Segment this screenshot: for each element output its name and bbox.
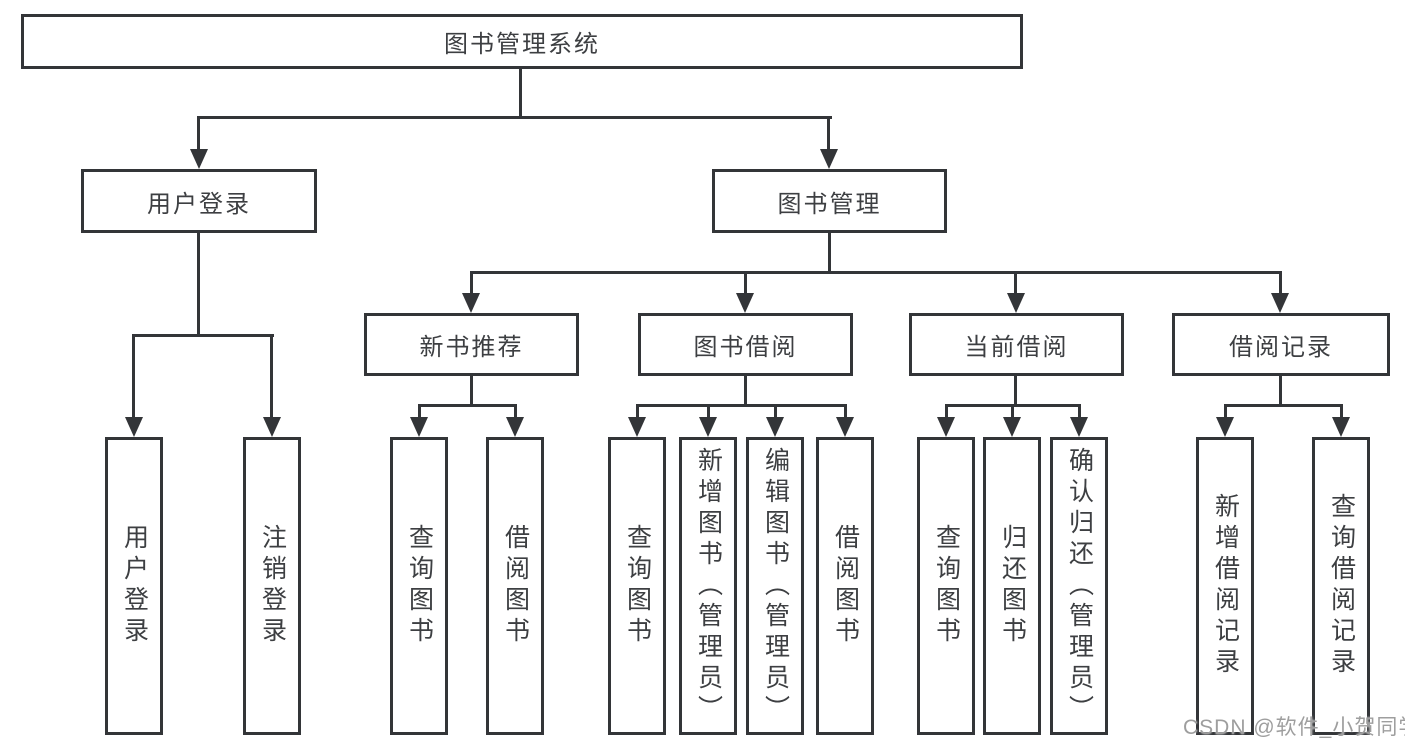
arrow-down-icon (1007, 293, 1025, 313)
leaf-borrow-books-recommend: 借阅图书 (486, 437, 544, 735)
connector-line (1011, 404, 1014, 419)
node-borrowing-records: 借阅记录 (1172, 313, 1390, 376)
node-root: 图书管理系统 (21, 14, 1023, 69)
connector-line (744, 376, 747, 406)
connector-line (470, 271, 473, 295)
arrow-down-icon (820, 149, 838, 169)
connector-line (1014, 376, 1017, 406)
arrow-down-icon (699, 417, 717, 437)
connector-line (1279, 376, 1282, 406)
leaf-confirm-return-admin: 确认归还（管理员） (1050, 437, 1108, 735)
connector-line (844, 404, 847, 419)
connector-line (1340, 404, 1343, 419)
connector-line (707, 404, 710, 419)
arrow-down-icon (506, 417, 524, 437)
arrow-down-icon (190, 149, 208, 169)
connector-line (636, 404, 639, 419)
leaf-query-borrow-record: 查询借阅记录 (1312, 437, 1370, 735)
connector-line (827, 116, 830, 151)
arrow-down-icon (1271, 293, 1289, 313)
arrow-down-icon (836, 417, 854, 437)
connector-line (132, 334, 135, 419)
arrow-down-icon (1070, 417, 1088, 437)
leaf-query-books-current: 查询图书 (917, 437, 975, 735)
connector-line (774, 404, 777, 419)
connector-line (1014, 271, 1017, 295)
connector-line (514, 404, 517, 419)
leaf-edit-books-admin: 编辑图书（管理员） (746, 437, 804, 735)
connector-line (945, 404, 948, 419)
connector-line (1224, 404, 1343, 407)
arrow-down-icon (263, 417, 281, 437)
arrow-down-icon (462, 293, 480, 313)
connector-line (418, 404, 421, 419)
csdn-watermark: CSDN @软件_小贺同学 (1183, 716, 1405, 739)
leaf-user-login: 用户登录 (105, 437, 163, 735)
arrow-down-icon (410, 417, 428, 437)
arrow-down-icon (1003, 417, 1021, 437)
connector-line (270, 334, 273, 419)
node-book-borrowing: 图书借阅 (638, 313, 853, 376)
connector-line (744, 271, 747, 295)
leaf-query-books-recommend: 查询图书 (390, 437, 448, 735)
node-new-book-recommend: 新书推荐 (364, 313, 579, 376)
leaf-borrow-books: 借阅图书 (816, 437, 874, 735)
connector-line (1078, 404, 1081, 419)
node-book-management: 图书管理 (712, 169, 947, 233)
connector-line (197, 233, 200, 337)
arrow-down-icon (766, 417, 784, 437)
connector-line (470, 376, 473, 406)
arrow-down-icon (628, 417, 646, 437)
leaf-add-books-admin: 新增图书（管理员） (679, 437, 737, 735)
node-user-login: 用户登录 (81, 169, 317, 233)
arrow-down-icon (125, 417, 143, 437)
connector-line (636, 404, 847, 407)
node-current-borrowing: 当前借阅 (909, 313, 1124, 376)
connector-line (197, 116, 200, 151)
connector-line (132, 334, 274, 337)
connector-line (1279, 271, 1282, 295)
arrow-down-icon (1332, 417, 1350, 437)
leaf-query-books-borrowing: 查询图书 (608, 437, 666, 735)
connector-line (470, 271, 1282, 274)
connector-line (197, 116, 832, 119)
leaf-return-books: 归还图书 (983, 437, 1041, 735)
arrow-down-icon (937, 417, 955, 437)
connector-line (828, 233, 831, 274)
connector-line (418, 404, 517, 407)
arrow-down-icon (736, 293, 754, 313)
arrow-down-icon (1216, 417, 1234, 437)
leaf-add-borrow-record: 新增借阅记录 (1196, 437, 1254, 735)
leaf-logout: 注销登录 (243, 437, 301, 735)
connector-line (1224, 404, 1227, 419)
connector-line (519, 69, 522, 119)
